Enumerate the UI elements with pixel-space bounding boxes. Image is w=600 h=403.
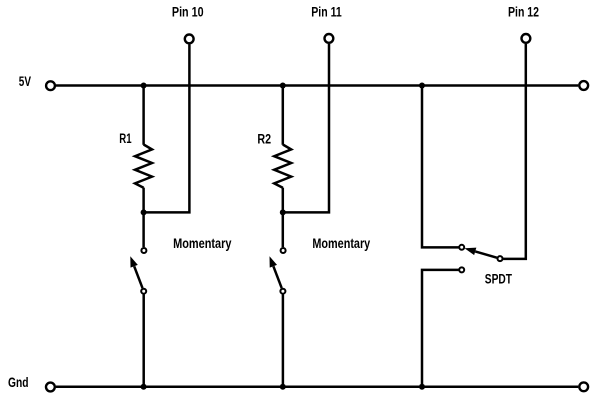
svg-text:Momentary: Momentary	[173, 235, 232, 251]
svg-text:SPDT: SPDT	[485, 270, 512, 286]
svg-text:R2: R2	[257, 130, 271, 146]
svg-text:Pin 11: Pin 11	[311, 3, 342, 19]
svg-text:R1: R1	[119, 130, 131, 146]
svg-text:Momentary: Momentary	[312, 235, 370, 251]
svg-text:Pin 12: Pin 12	[508, 4, 539, 20]
svg-text:Pin 10: Pin 10	[172, 4, 204, 20]
svg-text:5V: 5V	[19, 73, 32, 89]
svg-text:Gnd: Gnd	[8, 374, 29, 390]
